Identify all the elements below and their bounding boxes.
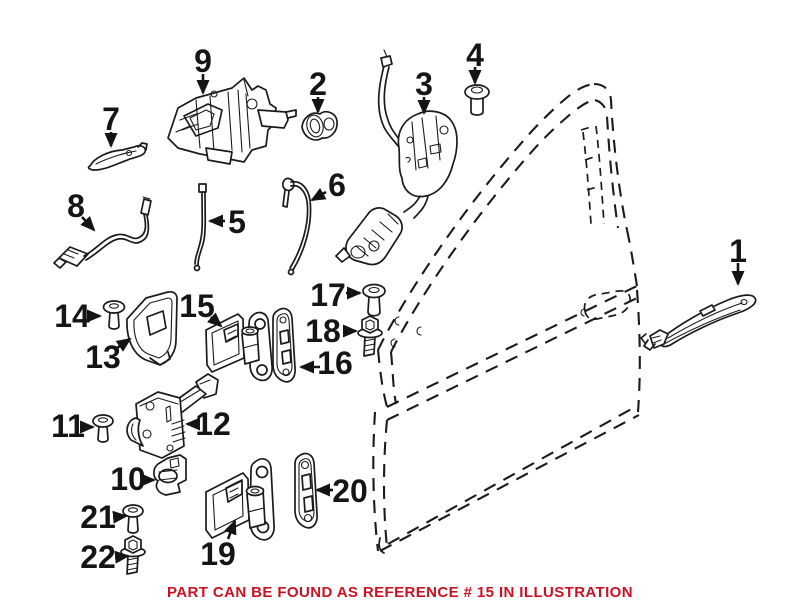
part-11-screw [92,414,114,443]
part-22-hex-bolt [120,535,146,575]
callout-20: 20 [315,473,368,509]
callout-13-label: 13 [85,339,121,375]
callout-21-label: 21 [80,499,116,535]
callout-22: 22 [80,539,130,575]
callout-21: 21 [80,499,128,535]
callout-11-label: 11 [51,408,85,444]
callout-1: 1 [729,233,747,286]
part-21-screw [122,504,144,534]
part-9-lock-carrier [167,77,297,165]
part-1-outer-door-handle [640,294,757,351]
callout-3-label: 3 [415,66,433,102]
callout-10: 10 [110,461,156,497]
callout-9: 9 [194,43,212,95]
callout-13: 13 [85,337,132,375]
part-7-handle-base-gasket [87,142,148,171]
callout-8-label: 8 [67,188,85,224]
callout-1-label: 1 [729,233,747,269]
callout-4: 4 [466,37,484,85]
part-18-hex-bolt [357,315,383,357]
part-12-door-check-strap [126,373,219,459]
callout-2: 2 [309,66,327,114]
callout-17-label: 17 [310,277,346,313]
callout-17: 17 [310,277,362,313]
callout-4-label: 4 [466,37,484,73]
callout-20-label: 20 [332,473,368,509]
callout-7-label: 7 [102,101,120,137]
callout-11: 11 [51,408,95,444]
callout-3: 3 [415,66,433,115]
callout-6: 6 [310,167,346,203]
callout-9-label: 9 [194,43,212,79]
callout-6-label: 6 [328,167,346,203]
callout-5: 5 [208,204,246,240]
callout-15-label: 15 [179,288,215,324]
callouts: 1 2 3 4 5 6 7 8 [51,37,747,575]
part-2-grommet [301,111,338,141]
part-19-lower-hinge [205,458,275,541]
callout-12-label: 12 [195,406,231,442]
callout-18-label: 18 [305,313,341,349]
part-16-hinge-cover-plate [272,307,296,383]
part-17-screw [362,283,386,317]
callout-22-label: 22 [80,539,116,575]
part-15-upper-hinge [205,311,273,382]
callout-7: 7 [102,101,120,148]
part-13-wedge-bracket [126,290,178,366]
callout-5-label: 5 [228,204,246,240]
callout-12: 12 [185,406,231,442]
reference-caption: PART CAN BE FOUND AS REFERENCE # 15 IN I… [167,584,633,601]
door-panel-drawing [372,82,641,554]
part-5-lock-rod [193,183,207,272]
callout-14-label: 14 [54,298,90,334]
part-10-striker-bracket [153,454,187,496]
callout-2-label: 2 [309,66,327,102]
part-3-door-lock [335,49,458,266]
callout-18: 18 [305,313,358,349]
callout-19: 19 [200,519,237,572]
part-20-hinge-cover-plate [294,452,318,529]
callout-8: 8 [67,188,96,232]
part-14-screw [102,300,126,330]
callout-10-label: 10 [110,461,146,497]
part-4-screw [464,84,490,116]
callout-14: 14 [54,298,102,334]
callout-16-label: 16 [317,345,353,381]
part-8-bowden-cable [53,196,152,269]
callout-16: 16 [299,345,353,381]
part-6-lock-rod-curved [282,177,312,276]
callout-15: 15 [179,288,223,328]
callout-19-label: 19 [200,536,236,572]
